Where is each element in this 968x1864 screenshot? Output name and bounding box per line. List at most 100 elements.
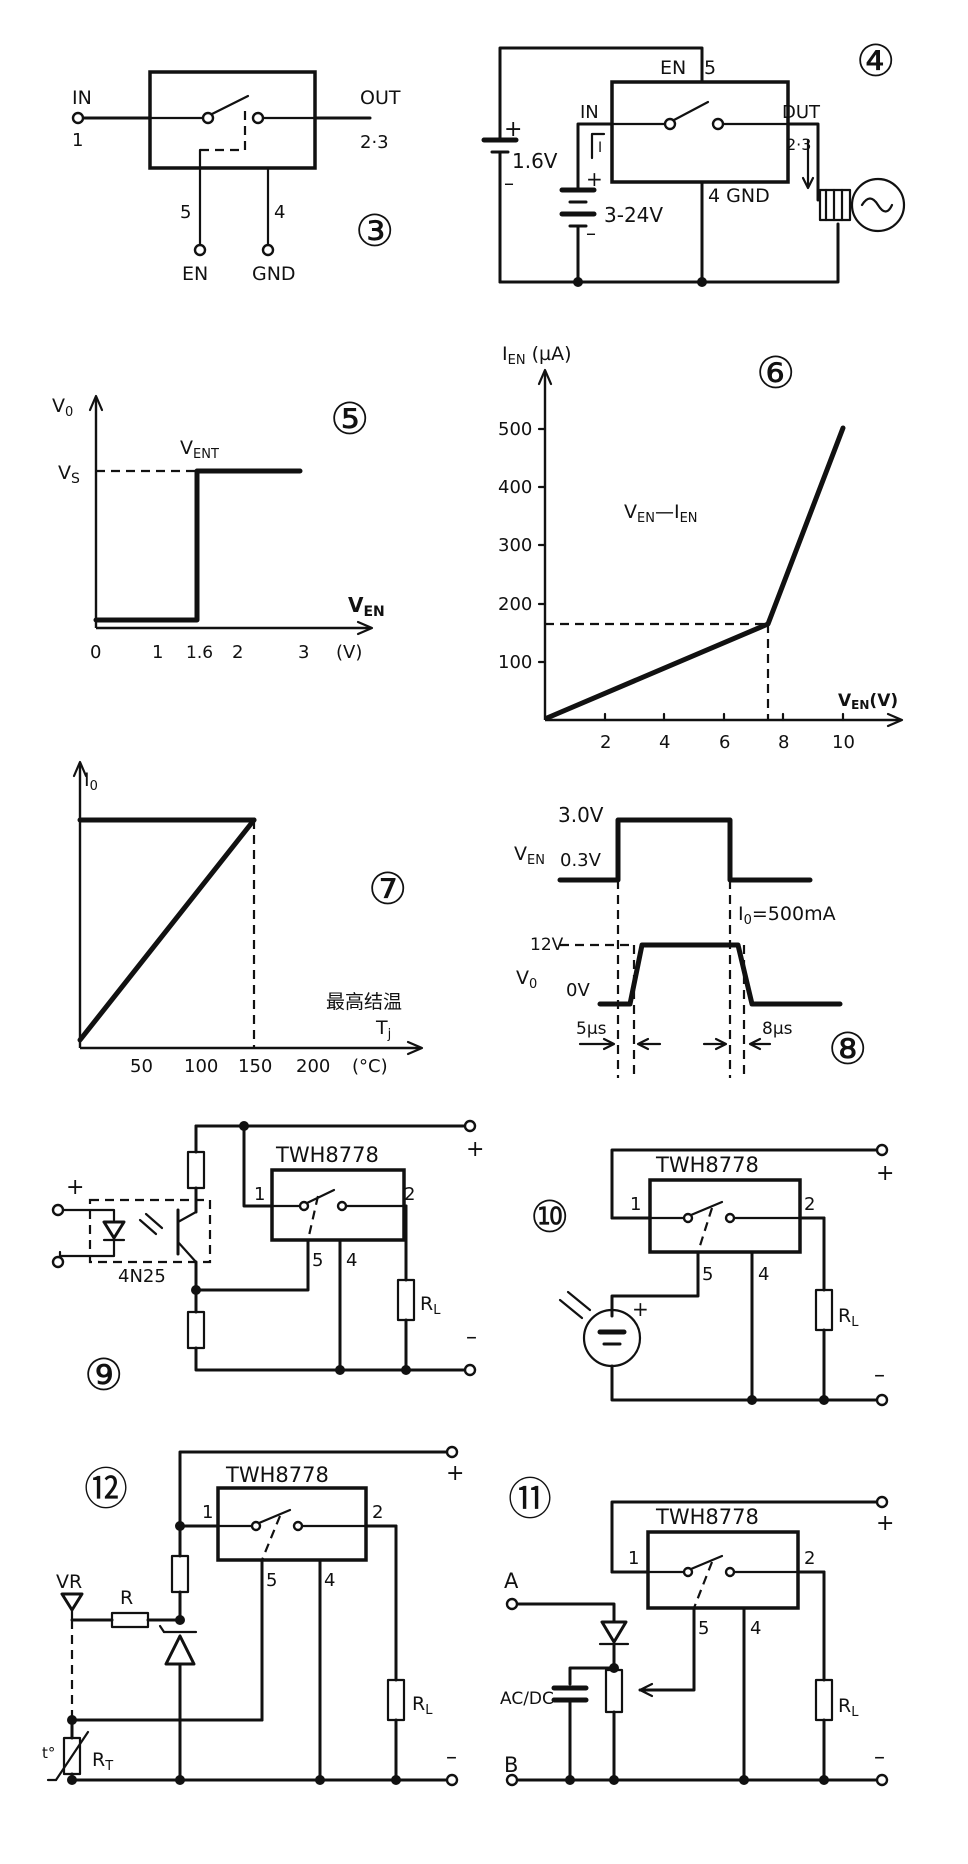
- fig9-opto-label: 4N25: [118, 1266, 166, 1287]
- fig3-out-pin: 2·3: [360, 132, 389, 153]
- fig6-x-tick-10: 10: [832, 732, 855, 753]
- fig4-in-label: IN: [580, 102, 599, 123]
- fig12-pin2: 2: [372, 1502, 383, 1523]
- fig3-switch-symbol: IN 1 OUT 2·3 5 4 EN GND ③: [71, 70, 401, 285]
- fig3-out-label: OUT: [360, 87, 401, 109]
- fig8-rise-time: 5µs: [576, 1019, 607, 1039]
- fig5-x-tick-4: 3: [298, 642, 309, 663]
- fig11-pin1: 1: [628, 1548, 639, 1569]
- fig9-pin1: 1: [254, 1184, 265, 1205]
- fig4-bat1-plus: +: [504, 117, 522, 142]
- fig7-series-ramp: [77, 817, 257, 1043]
- fig4-bat2-plus: +: [586, 167, 603, 191]
- fig12-chip-label: TWH8778: [225, 1463, 329, 1487]
- fig10-chip-label: TWH8778: [655, 1153, 759, 1177]
- fig6-y-tick-100: 100: [498, 652, 532, 673]
- fig10-cell-plus: +: [632, 1297, 649, 1321]
- fig7-x-label: Tj: [375, 1017, 391, 1042]
- fig11-minus: –: [874, 1745, 885, 1770]
- fig6-x-tick-6: 6: [719, 732, 730, 753]
- fig8-number: ⑧: [828, 1024, 867, 1075]
- fig7-y-label: I0: [84, 769, 98, 794]
- fig5-threshold-label: VENT: [180, 437, 219, 462]
- fig8-fall-time: 8µs: [762, 1019, 793, 1039]
- fig8-ven-low: 0.3V: [560, 850, 602, 871]
- fig7-x-caption: 最高结温: [326, 991, 402, 1013]
- fig11-pin2: 2: [804, 1548, 815, 1569]
- fig6-y-tick-400: 400: [498, 477, 532, 498]
- fig11-pin5: 5: [698, 1618, 709, 1639]
- fig11-chip-label: TWH8778: [655, 1505, 759, 1529]
- fig5-x-tick-1: 1: [152, 642, 163, 663]
- fig12-pin1: 1: [202, 1502, 213, 1523]
- fig6-curve-label: VEN—IEN: [624, 501, 698, 526]
- fig9-chip-label: TWH8778: [275, 1143, 379, 1167]
- fig11-acdc-label: AC/DC: [500, 1689, 554, 1709]
- fig12-r-label: R: [120, 1587, 133, 1609]
- fig8-timing-diagram: 3.0V VEN 0.3V I0=500mA 12V V0 0V 5µs 8µs…: [514, 803, 867, 1078]
- fig11-number: ⑪: [508, 1474, 552, 1525]
- fig6-y-ticks: [537, 427, 547, 664]
- fig5-y-label: V0: [52, 395, 73, 420]
- fig8-ven-label: VEN: [514, 843, 545, 868]
- fig5-level-label: VS: [58, 462, 80, 487]
- fig3-en-label: EN: [182, 263, 208, 285]
- fig3-gnd-label: GND: [252, 263, 296, 285]
- fig5-number: ⑤: [330, 394, 369, 445]
- fig10-plus: +: [876, 1161, 894, 1186]
- fig6-x-label: VEN(V): [838, 691, 898, 712]
- fig6-x-tick-4: 4: [659, 732, 670, 753]
- fig3-en-pin: 5: [180, 202, 191, 223]
- fig11-input-a: A: [504, 1569, 519, 1593]
- fig4-number: ④: [856, 36, 895, 87]
- fig12-thermistor-circuit: TWH8778 1 2 5 4 VR R t° RT RL + – ⑫: [42, 1445, 464, 1787]
- fig6-y-tick-500: 500: [498, 419, 532, 440]
- fig4-gnd-label: 4 GND: [708, 185, 770, 207]
- fig10-number: ⑩: [530, 1192, 569, 1243]
- fig5-x-label: VEN: [348, 593, 385, 620]
- fig7-x-tick-50: 50: [130, 1056, 153, 1077]
- fig5-chart: V0 VS VENT VEN 0 1 1.6 2 3 (V) ⑤: [52, 394, 385, 663]
- fig8-ven-trace: [557, 817, 813, 883]
- fig3-number: ③: [355, 206, 394, 257]
- fig10-photocell-circuit: TWH8778 1 2 5 4 + RL + – ⑩: [530, 1143, 894, 1407]
- fig8-current-label: I0=500mA: [738, 903, 836, 928]
- fig6-y-tick-200: 200: [498, 594, 532, 615]
- fig6-x-tick-2: 2: [600, 732, 611, 753]
- fig9-number: ⑨: [84, 1350, 123, 1401]
- fig9-input-plus: +: [66, 1175, 84, 1200]
- fig7-x-tick-100: 100: [184, 1056, 218, 1077]
- fig4-en-label: EN: [660, 57, 686, 79]
- fig3-gnd-pin: 4: [274, 202, 285, 223]
- fig10-pin5: 5: [702, 1264, 713, 1285]
- fig4-lamp-circuit: EN 5 IN DUT 2·3 4 GND I + 1.6V – + 3-24V…: [481, 36, 906, 287]
- fig9-minus: –: [466, 1325, 477, 1350]
- fig4-bat2-minus: –: [586, 221, 596, 245]
- fig11-load-label: RL: [838, 1695, 859, 1720]
- fig12-vr-label: VR: [56, 1571, 82, 1593]
- fig10-load-label: RL: [838, 1305, 859, 1330]
- fig9-pin4: 4: [346, 1250, 357, 1271]
- fig7-number: ⑦: [368, 864, 407, 915]
- fig9-plus: +: [466, 1137, 484, 1162]
- fig12-plus: +: [446, 1461, 464, 1486]
- fig12-rt-label: RT: [92, 1749, 113, 1774]
- fig5-x-tick-0: 0: [90, 642, 101, 663]
- fig10-minus: –: [874, 1363, 885, 1388]
- fig5-series-vent: [93, 468, 303, 623]
- fig5-x-unit: (V): [336, 642, 362, 663]
- fig6-y-tick-300: 300: [498, 535, 532, 556]
- fig7-chart: I0 最高结温 Tj 50 100 150 200 (°C) ⑦: [72, 760, 424, 1077]
- fig3-in-pin: 1: [72, 130, 83, 151]
- fig10-pin2: 2: [804, 1194, 815, 1215]
- fig8-v0-high: 12V: [530, 935, 564, 955]
- fig4-bat1-minus: –: [504, 171, 514, 195]
- fig11-pin4: 4: [750, 1618, 761, 1639]
- fig11-input-b: B: [504, 1753, 518, 1777]
- fig6-x-tick-8: 8: [778, 732, 789, 753]
- fig12-pin5: 5: [266, 1570, 277, 1591]
- fig4-out-label: DUT: [782, 102, 821, 123]
- fig7-x-tick-200: 200: [296, 1056, 330, 1077]
- fig4-current-symbol: I: [598, 140, 602, 156]
